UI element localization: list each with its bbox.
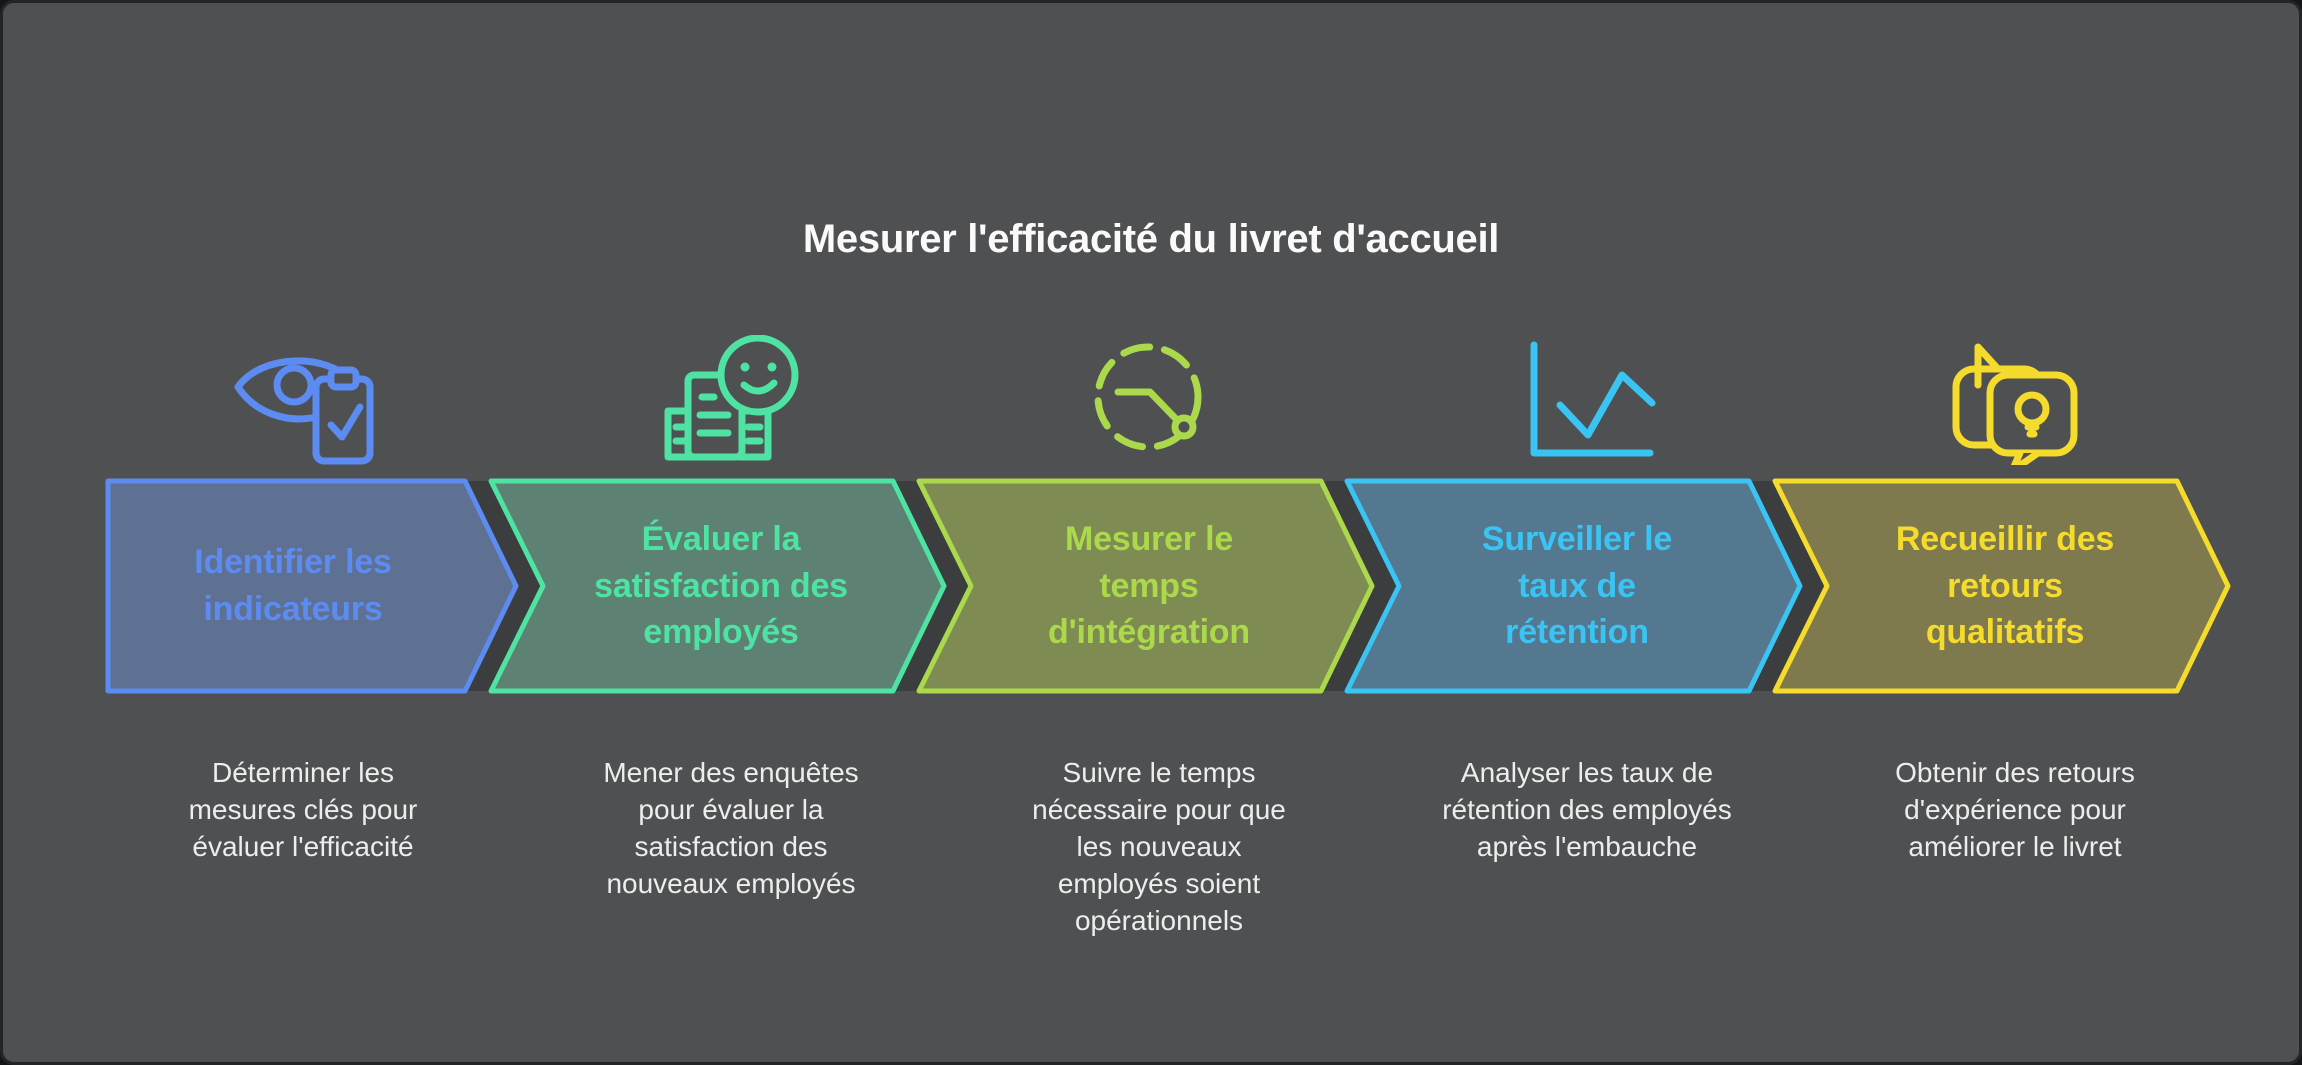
step-description-3: Suivre le temps nécessaire pour que les … (1032, 757, 1286, 936)
smiley-survey-icon (646, 325, 816, 475)
chevron-shape-4 (1344, 478, 1803, 694)
line-chart-icon (1502, 325, 1672, 475)
step-label-5: Recueillir des retours qualitatifs (1895, 519, 2115, 652)
step-description-4: Analyser les taux de rétention des emplo… (1442, 757, 1732, 862)
chevron-shape-3 (916, 478, 1375, 694)
step-label-3: Mesurer le temps d'intégration (1048, 519, 1250, 652)
step-label-2: Évaluer la satisfaction des employés (594, 519, 848, 652)
step-description-5: Obtenir des retours d'expérience pour am… (1895, 757, 2135, 862)
step-label-1: Identifier les indicateurs (194, 543, 392, 628)
step-description-2: Mener des enquêtes pour évaluer la satis… (603, 757, 859, 899)
page-title: Mesurer l'efficacité du livret d'accueil (802, 217, 1500, 261)
stopwatch-dashed-icon (1074, 325, 1244, 475)
chevron-band (105, 478, 2231, 694)
chevron-shape-2 (488, 478, 947, 694)
chevron-shape-5 (1772, 478, 2231, 694)
chevron-shape-1 (105, 478, 519, 694)
step-label-4: Surveiller le taux de rétention (1481, 519, 1673, 652)
eye-clipboard-icon (218, 325, 388, 475)
chat-lightbulb-icon (1930, 325, 2100, 475)
step-description-1: Déterminer les mesures clés pour évaluer… (188, 757, 418, 862)
